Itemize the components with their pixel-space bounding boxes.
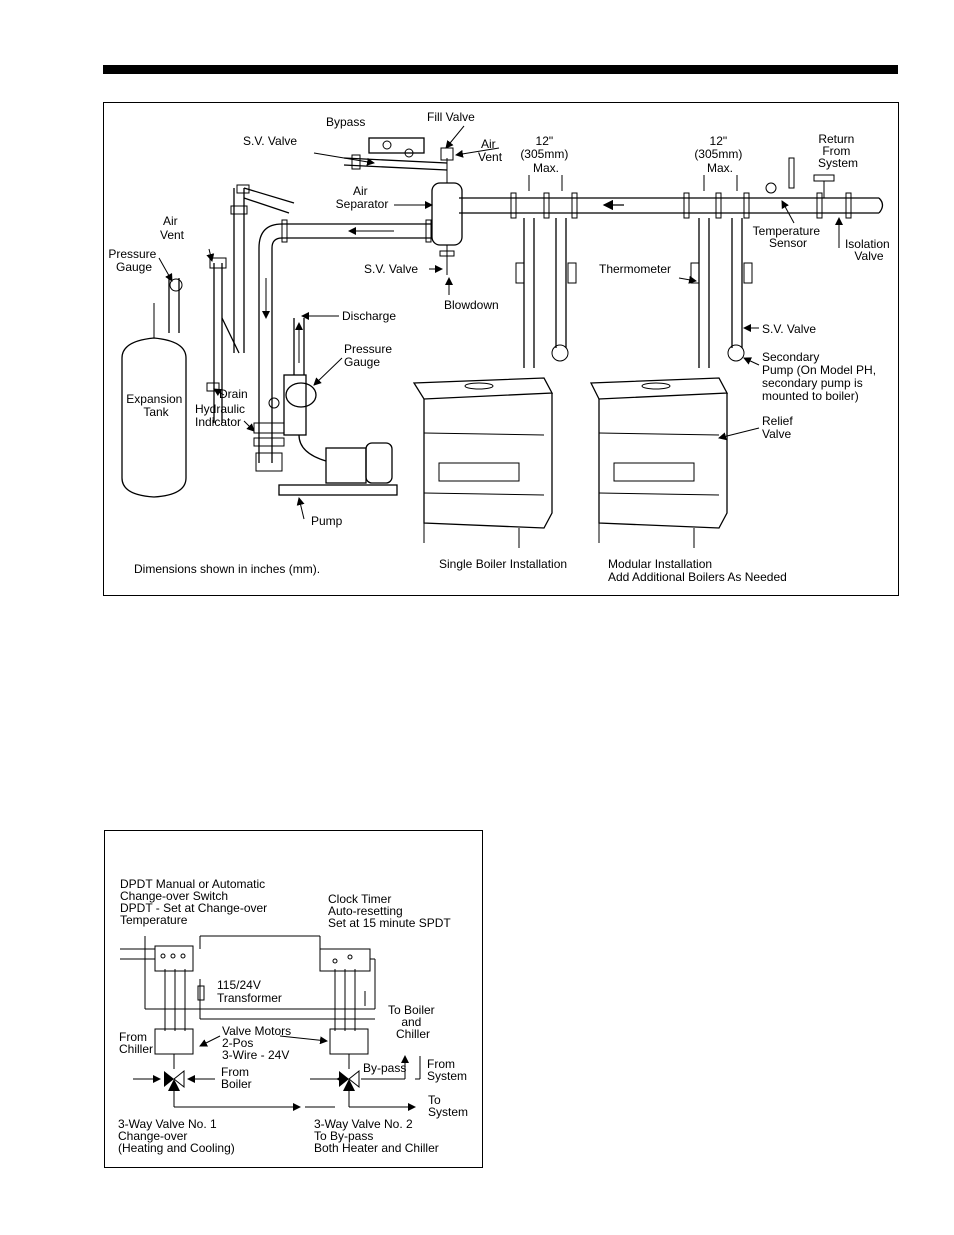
label-dim1: 12" (305mm) Max. [520,134,571,175]
leader-lines [158,125,843,520]
label-blowdown: Blowdown [444,298,499,312]
pump-riser [253,248,285,472]
label-pump: Pump [311,514,343,528]
label-discharge: Discharge [342,309,396,323]
label-hydraulic-indicator: Hydraulic Indicator [195,402,248,429]
label-valve-motors: Valve Motors 2-Pos 3-Wire - 24V [222,1024,294,1062]
boiler1-piping [515,218,577,368]
boiler-piping-diagram: Bypass Fill Valve S.V. Valve Air Vent 12… [103,102,899,596]
label-sv-valve-right: S.V. Valve [762,322,816,336]
label-bypass: Bypass [326,115,365,129]
label-from-boiler: From Boiler [221,1065,252,1091]
wiring-lines [120,935,376,1031]
clock-timer [319,948,371,972]
three-way-valve-2 [339,1069,360,1091]
wiring-svg: DPDT Manual or Automatic Change-over Swi… [118,877,468,1155]
air-separator [431,147,463,275]
three-way-valve-1 [164,1069,185,1091]
label-expansion-tank: Expansion Tank [126,392,185,419]
label-drain: Drain [219,387,248,401]
label-air-vent-top: Air Vent [478,137,503,164]
bypass-piping [313,137,448,171]
label-sv-valve-mid: S.V. Valve [364,262,418,276]
label-clock-timer: Clock Timer Auto-resetting Set at 15 min… [328,892,451,930]
label-relief-valve: Relief Valve [762,414,796,441]
valve-motor-2 [329,1028,369,1069]
label-single-boiler: Single Boiler Installation [439,557,567,571]
boiler-piping-svg: Bypass Fill Valve S.V. Valve Air Vent 12… [108,110,893,584]
label-to-system: To System [428,1093,468,1119]
label-fill-valve: Fill Valve [427,110,475,124]
label-secondary-pump: Secondary Pump (On Model PH, secondary p… [762,350,879,403]
label-thermometer: Thermometer [599,262,671,276]
boiler2-cabinet [589,377,729,548]
transformer [197,985,205,1001]
label-valve-1: 3-Way Valve No. 1 Change-over (Heating a… [118,1117,235,1155]
label-sv-valve-top: S.V. Valve [243,134,297,148]
label-dim2: 12" (305mm) Max. [694,134,745,175]
flow-arrows [133,991,421,1111]
label-isolation-valve: Isolation Valve [845,237,893,263]
label-transformer: 115/24V Transformer [217,978,282,1005]
main-header-pipe [459,197,884,214]
pump-assembly [268,318,398,496]
supply-pipe [258,219,432,249]
header-flanges [510,192,852,219]
label-pressure-gauge-mid: Pressure Gauge [344,342,395,369]
label-air-separator: Air Separator [336,184,389,211]
return-valve [765,157,835,198]
label-from-system: From System [427,1057,467,1083]
label-from-chiller: From Chiller [119,1030,153,1056]
label-dpdt: DPDT Manual or Automatic Change-over Swi… [120,877,271,927]
label-bypass-2: By-pass [363,1061,406,1075]
label-valve-2: 3-Way Valve No. 2 To By-pass Both Heater… [314,1117,439,1155]
dimension-ticks [528,175,738,191]
boiler2-piping [690,218,753,368]
label-temperature-sensor: Temperature Sensor [753,224,824,250]
label-pressure-gauge-left: Pressure Gauge [108,247,159,274]
valve-motor-1 [154,1028,194,1069]
label-air-vent-left: Air Vent [160,214,185,242]
dpdt-switch [154,945,194,972]
label-to-boiler-chiller: To Boiler and Chiller [388,1003,438,1041]
label-return-from-system: Return From System [818,132,858,170]
label-modular: Modular Installation Add Additional Boil… [608,557,787,584]
label-dimensions-note: Dimensions shown in inches (mm). [134,562,320,576]
page-top-rule [103,65,898,74]
boiler1-cabinet [412,377,554,548]
expansion-tank [121,184,295,498]
change-over-wiring-diagram: DPDT Manual or Automatic Change-over Swi… [104,830,483,1168]
